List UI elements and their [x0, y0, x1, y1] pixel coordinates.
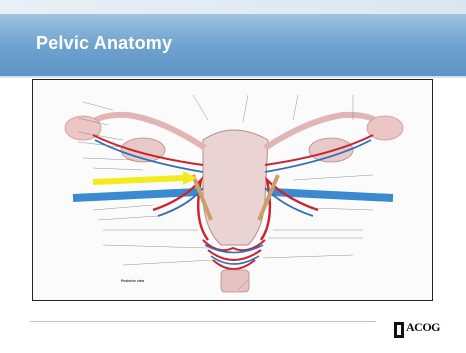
acog-emblem-icon	[392, 320, 406, 340]
title-bar-highlight	[0, 0, 466, 14]
ureter-highlight-arrow	[93, 178, 183, 182]
footer-rule	[30, 321, 376, 322]
figure-caption: Posterior view	[121, 279, 145, 283]
anatomy-figure: Posterior view	[32, 79, 433, 301]
acog-logo: ACOG	[392, 320, 448, 342]
vagina	[221, 270, 249, 292]
slide-title: Pelvic Anatomy	[36, 33, 172, 54]
title-divider	[0, 76, 466, 78]
pelvic-anatomy-illustration: Posterior view	[33, 80, 432, 300]
title-bar: Pelvic Anatomy	[0, 0, 466, 76]
uterus	[203, 130, 268, 245]
acog-logo-text: ACOG	[406, 320, 440, 335]
